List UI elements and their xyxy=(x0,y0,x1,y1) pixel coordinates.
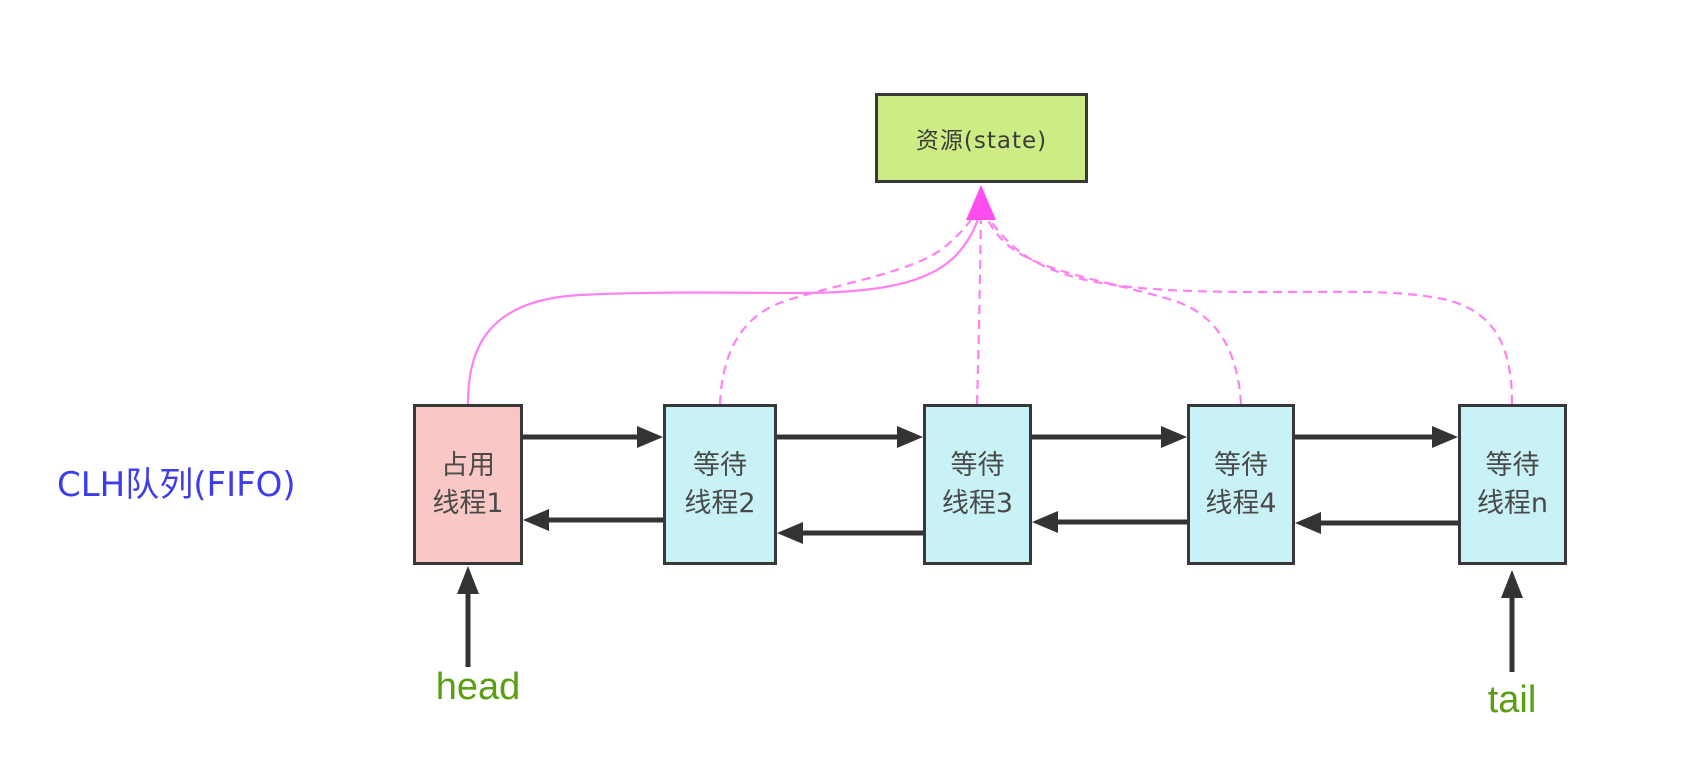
queue-node-waiting-thread2: 等待 线程2 xyxy=(663,404,777,565)
resource-link-dashed-node2 xyxy=(718,210,977,405)
prev-arrowhead-icon xyxy=(523,509,549,531)
tail-pointer-arrow xyxy=(1501,570,1523,672)
prev-pointer-arrows xyxy=(523,509,1458,544)
next-arrowhead-icon xyxy=(637,426,663,448)
next-pointer-arrows xyxy=(523,426,1458,448)
queue-node-waiting-thread4: 等待 线程4 xyxy=(1187,404,1295,565)
resource-link-dashed-noden xyxy=(985,212,1514,405)
prev-arrowhead-icon xyxy=(1295,512,1321,534)
prev-arrowhead-icon xyxy=(1032,511,1058,533)
queue-node-occupying-thread1: 占用 线程1 xyxy=(413,404,523,565)
head-arrowhead-icon xyxy=(457,566,479,594)
tail-pointer-label: tail xyxy=(1487,679,1537,721)
resource-link-dashed-node4 xyxy=(983,211,1243,405)
queue-node-label: 占用 线程1 xyxy=(432,449,504,519)
queue-node-waiting-threadn: 等待 线程n xyxy=(1458,404,1567,565)
clh-queue-label: CLH队列(FIFO) xyxy=(57,465,296,505)
resource-link-dashed-node3 xyxy=(975,215,983,405)
resource-state-box: 资源(state) xyxy=(875,93,1088,183)
queue-node-waiting-thread3: 等待 线程3 xyxy=(923,404,1032,565)
resource-state-label: 资源(state) xyxy=(915,128,1048,154)
next-arrowhead-icon xyxy=(1161,426,1187,448)
queue-node-label: 等待 线程n xyxy=(1476,449,1549,519)
head-pointer-arrow xyxy=(457,566,479,667)
tail-arrowhead-icon xyxy=(1501,570,1523,598)
head-pointer-label: head xyxy=(435,666,521,708)
queue-node-label: 等待 线程3 xyxy=(941,449,1014,519)
queue-node-label: 等待 线程2 xyxy=(684,449,756,519)
prev-arrowhead-icon xyxy=(777,522,803,544)
next-arrowhead-icon xyxy=(1432,426,1458,448)
resource-arrowhead-icon xyxy=(966,185,996,220)
resource-link-solid-node1 xyxy=(466,211,982,405)
queue-node-label: 等待 线程4 xyxy=(1205,449,1277,519)
next-arrowhead-icon xyxy=(897,426,923,448)
resource-links xyxy=(466,210,1514,405)
